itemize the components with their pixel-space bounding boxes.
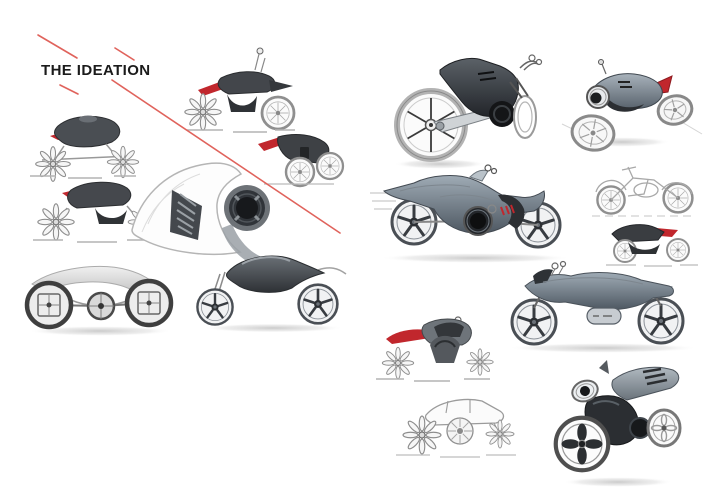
spoke-wheel	[196, 288, 234, 326]
red-dash-lower-left	[59, 84, 79, 95]
propeller-wheel	[38, 204, 74, 240]
sketch-hoverbike-mid-left	[33, 181, 158, 243]
ring-wheel	[666, 238, 690, 262]
sketch-vehicle-line-bottom	[396, 398, 516, 458]
sketch-motorcycle-line	[592, 166, 696, 217]
body	[217, 71, 276, 95]
body	[524, 272, 674, 311]
ring-wheel	[260, 95, 296, 131]
propeller-wheel	[382, 347, 413, 378]
sketch-hoverbike-top-left	[30, 115, 139, 182]
red-line-upper-left	[37, 34, 78, 59]
spoke-wheel	[297, 283, 339, 325]
hub-wheel	[24, 280, 74, 330]
red-line-long-diagonal	[111, 79, 341, 234]
red-vent-slats	[500, 204, 515, 216]
sketch-hoverbike-top-middle	[185, 47, 296, 133]
propeller-wheel	[467, 349, 493, 375]
ring-wheel	[315, 151, 345, 181]
headlight	[571, 379, 599, 403]
shadow	[394, 159, 486, 169]
propeller-wheel	[486, 420, 514, 448]
sketch-motorcycle-big-front-wheel	[394, 54, 543, 169]
red-diagonal-lines	[37, 34, 341, 234]
propeller-wheel	[185, 94, 221, 130]
hub-wheel	[124, 278, 174, 328]
mirror	[256, 47, 264, 55]
sketch-small-bike-red-seat	[258, 134, 345, 188]
shadow	[203, 323, 343, 333]
sketch-motorcycle-side-center	[196, 255, 347, 333]
mirror	[484, 164, 492, 172]
body	[31, 265, 157, 293]
shadow	[380, 253, 570, 263]
mirror	[490, 167, 498, 175]
mirror	[528, 54, 536, 62]
rear-wheel	[656, 94, 694, 126]
front-wheel	[513, 95, 537, 139]
frame-lines	[595, 166, 693, 201]
sketch-turbine-detail	[131, 162, 270, 262]
red-nose-wing	[386, 329, 430, 344]
mirror	[535, 58, 543, 66]
windscreen	[533, 269, 553, 284]
sketch-motorcycle-side-blue	[370, 164, 570, 263]
exhaust	[489, 101, 515, 127]
page-title: THE IDEATION	[41, 62, 151, 79]
mirror	[551, 262, 559, 270]
sketch-hoverbike-red-nose	[376, 316, 493, 382]
propeller-wheel	[403, 416, 441, 454]
body	[54, 116, 121, 148]
petal-wheel	[556, 418, 609, 471]
propeller-wheel	[107, 146, 138, 177]
shadow	[508, 343, 698, 353]
body	[67, 181, 132, 209]
front-wheel	[570, 114, 616, 152]
body	[225, 255, 326, 293]
ring-wheel	[284, 156, 316, 188]
rear-petal-wheel	[646, 408, 682, 448]
red-dash-upper-right	[114, 47, 135, 61]
sketch-motorcycle-dark-red-tail	[606, 224, 698, 267]
antenna	[598, 59, 604, 65]
arch-fender	[430, 335, 460, 363]
big-wheel	[394, 88, 468, 162]
fin	[599, 360, 609, 374]
body	[383, 175, 545, 234]
front-arch	[498, 194, 525, 229]
sketch-motorcycle-big-bottom	[508, 260, 698, 353]
sketch-three-quarter-bottom-right	[556, 360, 682, 487]
shadow	[563, 477, 673, 487]
shadow	[28, 326, 172, 336]
body	[611, 224, 665, 243]
mirror	[559, 260, 567, 268]
canopy-lines	[424, 398, 505, 432]
sketch-three-quarter-red-tail	[561, 59, 703, 152]
sketch-motorcycle-side-left	[24, 265, 174, 336]
